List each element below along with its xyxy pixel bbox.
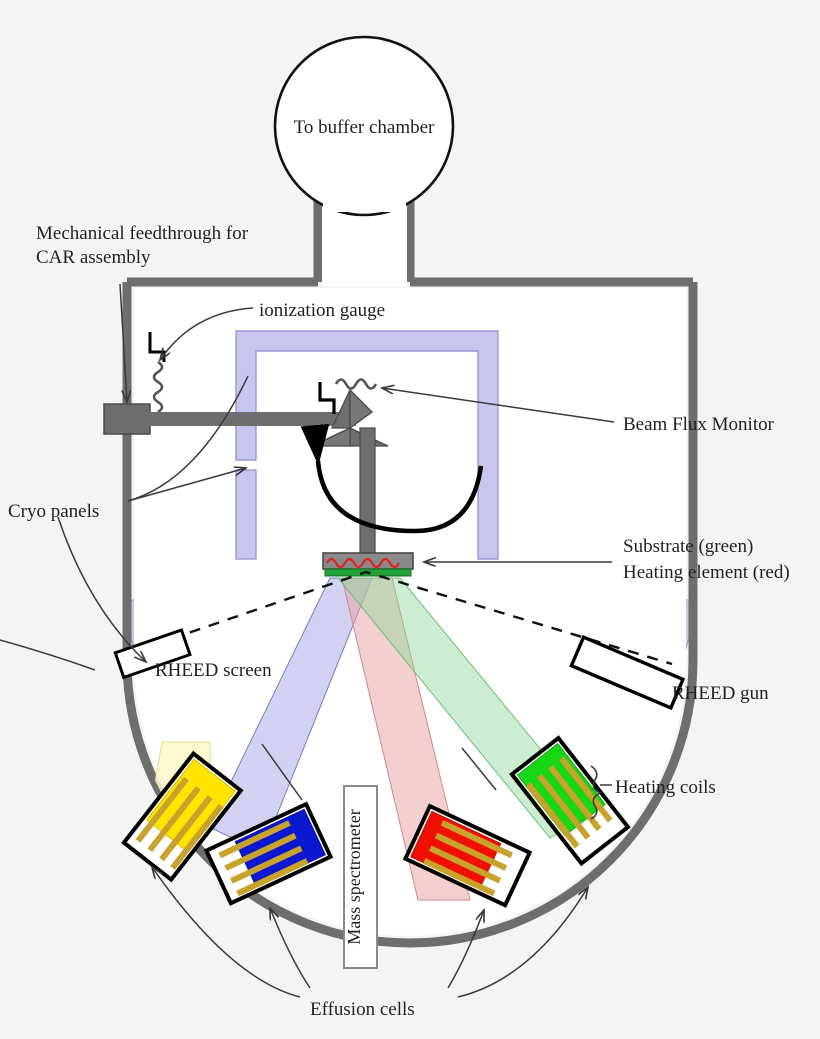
buffer-chamber-label: To buffer chamber <box>294 117 435 138</box>
leader-bfm <box>382 388 615 423</box>
rheed-screen-label: RHEED screen <box>155 660 272 681</box>
leader-cell-3 <box>447 910 484 989</box>
mechanical-feedthrough <box>103 403 356 435</box>
leader-rheed-screen <box>0 639 96 671</box>
rheed-gun-label: RHEED gun <box>672 683 769 704</box>
leader-cryo-outer <box>57 516 146 662</box>
inner-cryo-panel-left-lower <box>235 469 257 560</box>
ionization-gauge-label: ionization gauge <box>259 300 385 321</box>
feedthrough-label-line2: CAR assembly <box>36 247 151 268</box>
inner-cryo-panel <box>235 330 499 560</box>
effusion-cell-yellow <box>121 750 244 883</box>
effusion-cells-label: Effusion cells <box>310 999 415 1020</box>
leader-lines <box>0 283 615 998</box>
leader-feedthrough <box>119 283 127 402</box>
buffer-chamber-port: To buffer chamber <box>273 35 455 217</box>
leader-cell-2 <box>270 908 311 989</box>
feedthrough-label-line1: Mechanical feedthrough for <box>36 223 249 244</box>
leader-cryo-inner <box>127 468 246 502</box>
effusion-cell-red <box>402 803 533 908</box>
car-horizontal-rod <box>148 412 356 426</box>
leader-cell-pointer-blue <box>261 743 303 801</box>
rheed-beam-path <box>132 570 673 666</box>
bfm-label: Beam Flux Monitor <box>623 414 775 435</box>
mass-spectrometer: Mass spectrometer <box>343 785 378 969</box>
leader-cell-1 <box>152 867 301 998</box>
beam-flux-monitor <box>318 378 378 414</box>
substrate-label: Substrate (green) <box>623 536 753 557</box>
car-vertical-shaft <box>359 427 376 556</box>
bfm-coil <box>334 378 378 390</box>
leader-cell-pointer-green <box>461 747 497 791</box>
heating-element-label: Heating element (red) <box>623 562 790 583</box>
effusion-cell-blue <box>203 801 334 906</box>
cryo-panels-label: Cryo panels <box>8 501 99 522</box>
rheed-screen <box>113 628 192 680</box>
leader-cell-4 <box>457 887 588 998</box>
heating-element-coil <box>326 557 400 569</box>
feedthrough-flange <box>103 403 151 435</box>
substrate-block <box>322 552 414 570</box>
leader-ionization-gauge <box>160 307 254 360</box>
heating-coils-label: Heating coils <box>615 777 716 798</box>
heating-coils-brace <box>590 765 602 820</box>
car-assembly <box>300 388 484 556</box>
rheed-gun <box>569 634 686 711</box>
rotation-arrow <box>300 423 484 534</box>
mass-spectrometer-label: Mass spectrometer <box>344 809 364 944</box>
leader-cryo-curve <box>127 375 249 502</box>
